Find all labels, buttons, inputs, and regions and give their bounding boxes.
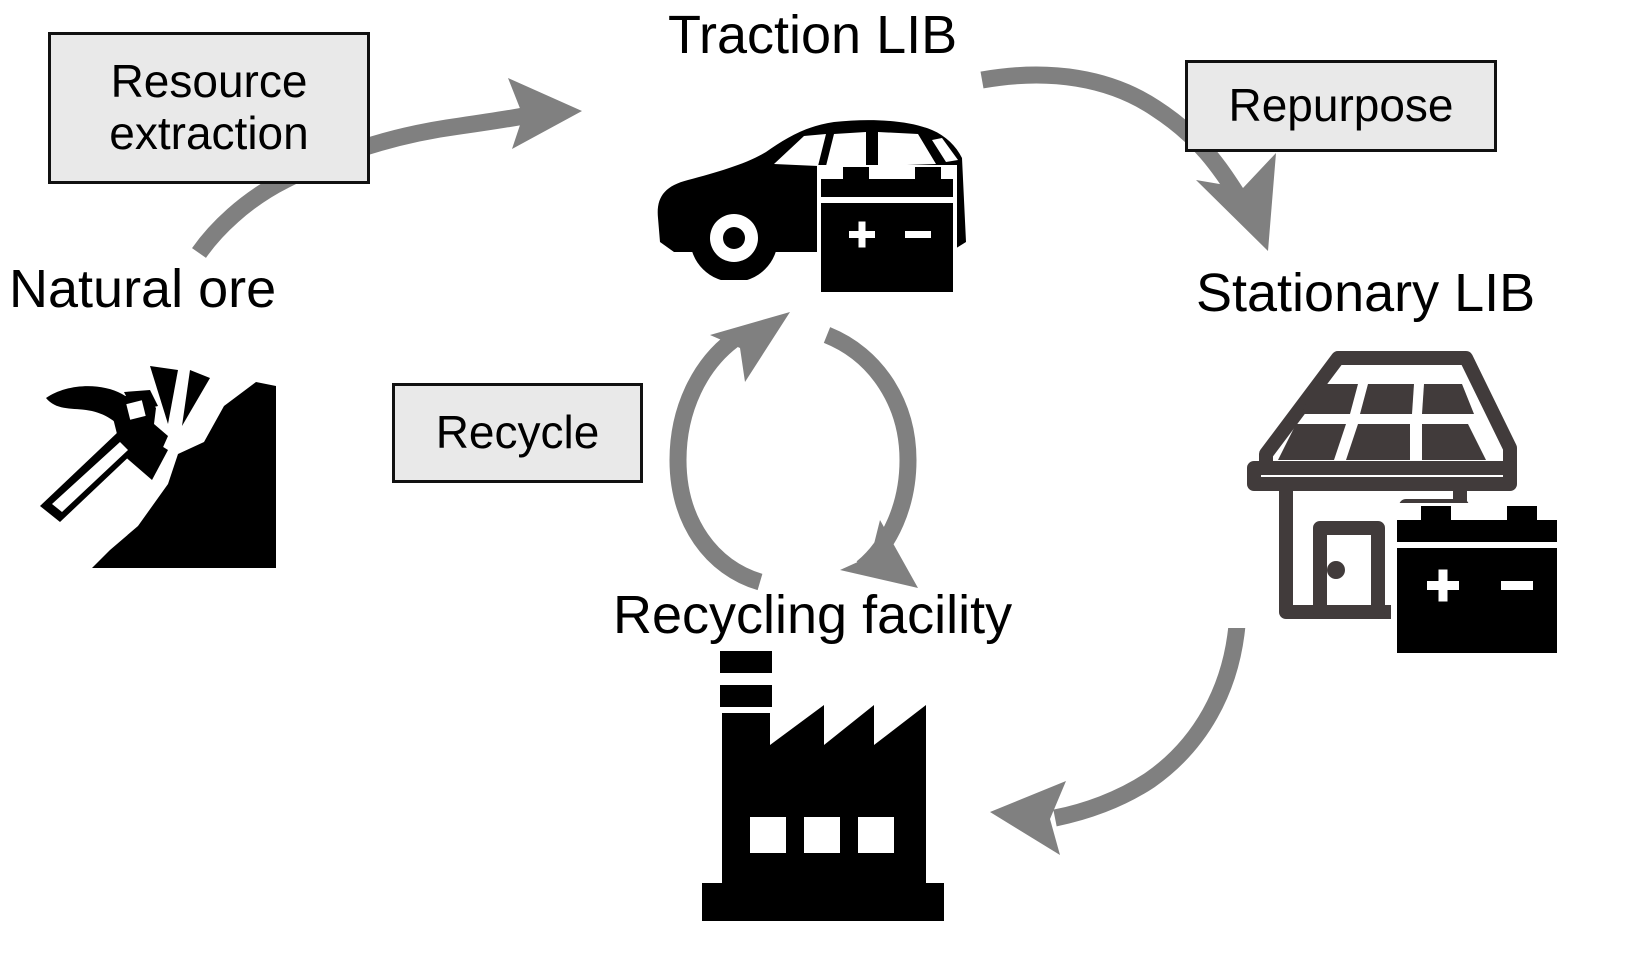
process-box-resource-extraction[interactable]: Resource extraction	[48, 32, 370, 184]
arrow-recycle-up	[669, 312, 790, 591]
factory-icon	[698, 645, 948, 923]
arrow-stationary-to-recycling	[990, 624, 1246, 855]
mining-pickaxe-icon	[18, 350, 276, 568]
car-battery-icon	[817, 165, 957, 294]
process-box-recycle[interactable]: Recycle	[392, 383, 643, 483]
label-stationary-lib: Stationary LIB	[1196, 263, 1536, 323]
label-recycling-facility: Recycling facility	[613, 585, 1013, 645]
label-natural-ore: Natural ore	[9, 259, 277, 319]
house-battery-icon	[1391, 503, 1563, 655]
arrow-recycle-down	[823, 327, 918, 588]
label-traction-lib: Traction LIB	[668, 5, 958, 65]
solar-house-icon	[1210, 340, 1522, 628]
electric-car-icon	[650, 102, 970, 280]
process-box-repurpose[interactable]: Repurpose	[1185, 60, 1497, 152]
